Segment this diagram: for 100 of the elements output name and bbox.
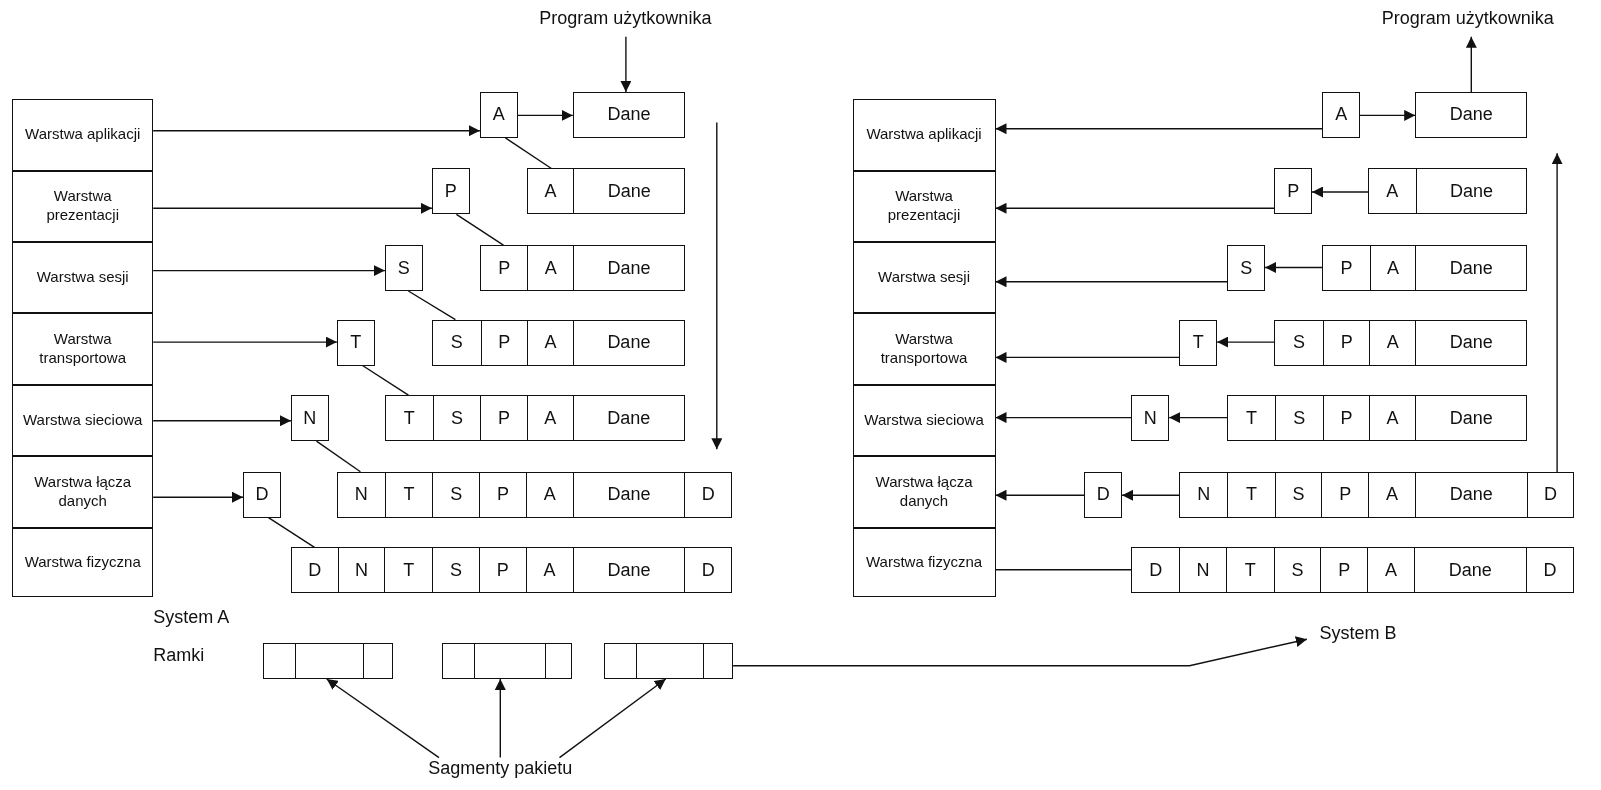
- header-box: A: [1322, 91, 1360, 138]
- packet-box: [431, 319, 686, 366]
- label-text: System A: [153, 606, 231, 629]
- packet-field: S: [1273, 548, 1321, 593]
- arrow: [326, 678, 440, 759]
- layer-box: Warstwa łącza danych: [12, 456, 154, 528]
- packet-field: S: [432, 320, 481, 365]
- packet-field: P: [480, 396, 527, 441]
- packet-field: A: [1367, 548, 1414, 593]
- packet-field: S: [1274, 396, 1323, 441]
- packet-field: D: [684, 472, 732, 517]
- packet-field: A: [525, 548, 573, 593]
- arrow: [994, 489, 1086, 501]
- packet-field: S: [432, 472, 480, 517]
- packet-field: N: [1179, 548, 1226, 593]
- connector-line: [455, 213, 505, 246]
- packet-field: D: [1525, 548, 1574, 593]
- header-box: D: [243, 471, 281, 518]
- connector-line: [361, 364, 410, 396]
- packet-field: T: [1225, 548, 1274, 593]
- arrow: [558, 678, 667, 759]
- packet-field: P: [479, 472, 526, 517]
- arrow: [1121, 489, 1180, 501]
- layer-box: Warstwa transportowa: [852, 313, 996, 385]
- packet-field: N: [1180, 472, 1227, 517]
- frame-box: [263, 643, 394, 679]
- packet-field: P: [479, 548, 526, 593]
- packet-field: A: [1368, 472, 1415, 517]
- arrow: [1216, 336, 1275, 348]
- arrow: [152, 125, 481, 137]
- packet-field: Dane: [572, 246, 685, 290]
- arrow: [152, 202, 433, 214]
- packet-field: A: [1369, 246, 1416, 290]
- packet-field: Dane: [1415, 320, 1527, 365]
- arrow: [1465, 36, 1477, 93]
- packet-field: A: [525, 472, 573, 517]
- layer-box: Warstwa sieciowa: [852, 384, 996, 457]
- arrow: [994, 202, 1275, 214]
- packet-box: [1368, 168, 1528, 215]
- arrow: [994, 351, 1180, 363]
- packet-field: A: [1369, 169, 1416, 214]
- packet-field: N: [337, 548, 385, 593]
- header-box: P: [431, 168, 470, 215]
- arrow: [1311, 186, 1369, 198]
- arrow: [152, 336, 338, 348]
- arrow: [517, 109, 574, 121]
- header-box: T: [1179, 319, 1218, 366]
- layer-box: Warstwa prezentacji: [852, 170, 996, 242]
- packet-field: A: [527, 169, 574, 214]
- packet-field: P: [480, 320, 528, 365]
- connector-line: [267, 517, 316, 548]
- packet-box: [1322, 245, 1528, 291]
- layer-box: Warstwa aplikacji: [852, 99, 996, 171]
- arrow: [994, 276, 1228, 288]
- layer-box: Warstwa sieciowa: [12, 384, 154, 457]
- header-box: D: [1084, 471, 1123, 518]
- connector-line: [994, 569, 1132, 571]
- packet-field: Dane: [572, 472, 685, 517]
- packet-field: P: [1323, 246, 1370, 290]
- packet-field: P: [1322, 320, 1370, 365]
- packet-field: Dane: [573, 92, 685, 137]
- header-box: S: [384, 245, 423, 291]
- packet-box: [336, 471, 733, 518]
- packet-field: Dane: [1416, 92, 1527, 137]
- header-box: S: [1227, 245, 1266, 291]
- arrow: [994, 412, 1132, 424]
- arrow: [620, 36, 632, 93]
- packet-box: [526, 168, 686, 215]
- frame-box: [604, 643, 734, 679]
- packet-field: N: [337, 472, 385, 517]
- header-box: A: [479, 91, 518, 138]
- packet-field: T: [385, 396, 433, 441]
- packet-field: D: [1132, 548, 1180, 593]
- packet-field: A: [527, 246, 573, 290]
- packet-box: [1274, 319, 1528, 366]
- packet-field: S: [432, 548, 479, 593]
- packet-field: D: [292, 548, 338, 593]
- arrow: [732, 636, 1308, 667]
- arrow: [152, 491, 244, 503]
- layer-box: Warstwa prezentacji: [12, 170, 154, 242]
- packet-box: [479, 245, 686, 291]
- layer-box: Warstwa sesji: [12, 242, 154, 314]
- packet-field: Dane: [1415, 246, 1527, 290]
- packet-field: A: [1369, 396, 1415, 441]
- packet-field: A: [1369, 320, 1416, 365]
- header-box: N: [1131, 395, 1170, 442]
- packet-box: [291, 547, 733, 594]
- packet-field: Dane: [573, 169, 685, 214]
- layer-box: Warstwa sesji: [852, 242, 996, 314]
- header-box: P: [1274, 168, 1312, 215]
- packet-field: Dane: [572, 320, 685, 365]
- layer-box: Warstwa łącza danych: [852, 456, 996, 528]
- connector-line: [315, 440, 362, 473]
- caption-text: Program użytkownika: [1332, 8, 1601, 37]
- packet-box: [1179, 471, 1575, 518]
- packet-field: P: [1321, 472, 1369, 517]
- arrow: [152, 415, 292, 427]
- packet-field: P: [1322, 396, 1370, 441]
- caption-text: System B: [1306, 622, 1410, 650]
- packet-field: D: [684, 548, 732, 593]
